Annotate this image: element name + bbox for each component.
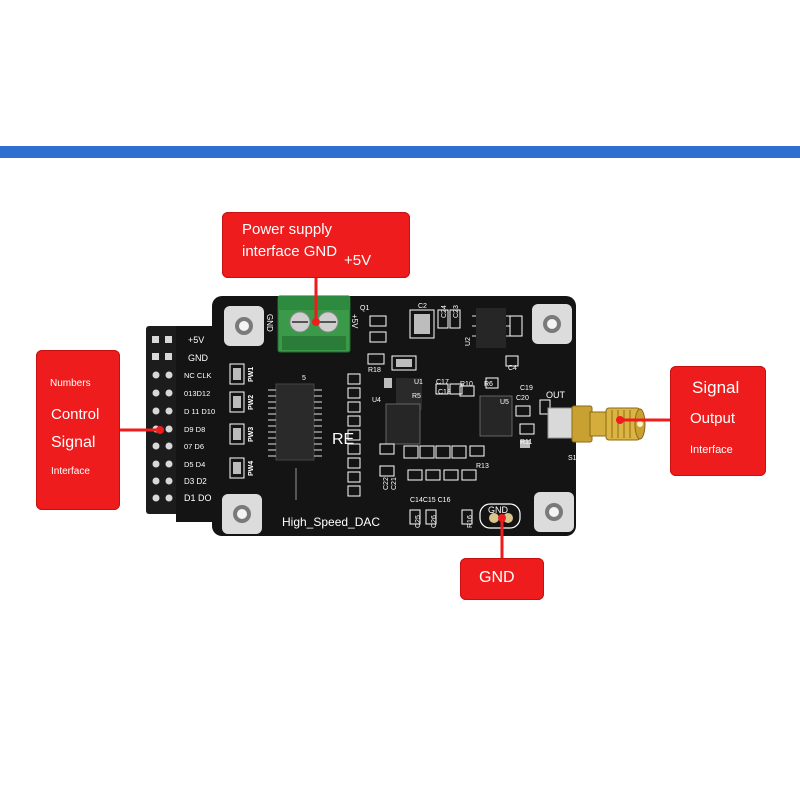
pin-label-gnd: GND [188, 353, 209, 363]
callout-line: Signal [51, 434, 96, 451]
callout-line: Interface [51, 466, 90, 477]
silk-r13: R13 [476, 463, 489, 470]
silk-c22: C22 [383, 477, 390, 490]
callout-line: +5V [344, 252, 372, 269]
silk-c26: C26 [431, 515, 438, 528]
out-label: OUT [546, 390, 566, 400]
mounting-hole [534, 492, 574, 532]
control-signal-callout: Numbers Control Signal Interface [36, 350, 120, 510]
signal-output-callout: Signal Output Interface [670, 366, 766, 476]
silk-c24: C24 [441, 305, 448, 318]
gnd-callout: GND [460, 558, 544, 600]
silk-r6: R6 [484, 381, 493, 388]
callout-line: Numbers [50, 378, 91, 389]
silk-c19: C19 [520, 385, 533, 392]
silk-c25: C25 [415, 515, 422, 528]
gnd-test-pad [479, 503, 521, 529]
pw-label: PW4 [248, 461, 255, 476]
silk-r18: R18 [368, 367, 381, 374]
silk-c23: C23 [453, 305, 460, 318]
callout-line: interface GND [242, 243, 338, 260]
callout-leaders [120, 276, 670, 560]
silk-s1: S1 [568, 455, 577, 462]
silk-r16: R16 [467, 515, 474, 528]
silk-u5: U5 [500, 399, 509, 406]
mounting-hole [224, 306, 264, 346]
silk-c17: C17 [436, 379, 449, 386]
capacitor-column [347, 373, 361, 497]
chip-pin-label: 5 [302, 375, 306, 382]
callout-line: Output [690, 410, 736, 427]
silk-q1: Q1 [360, 305, 369, 312]
silk-c18: C18 [438, 389, 451, 396]
gnd-pad-label: GND [488, 505, 509, 515]
resistor-arrays [229, 363, 245, 479]
pin-row-label: 07 D6 [184, 442, 204, 451]
pin-row-label: D5 D4 [184, 460, 205, 469]
top-banner-bar [0, 146, 800, 158]
silk-u2: U2 [465, 337, 472, 346]
pin-row-label: NC CLK [184, 371, 212, 380]
silk-c14: C14C15 C16 [410, 497, 451, 504]
pin-row-label: D 11 D10 [184, 407, 215, 416]
silk-u4: U4 [372, 397, 381, 404]
pw-label: PW2 [248, 395, 255, 410]
opamp-u4 [385, 403, 421, 445]
power-supply-callout: Power supply interface GND +5V [222, 212, 410, 278]
pw-label: PW3 [248, 427, 255, 442]
callout-line: Control [51, 406, 100, 423]
callout-line: Interface [690, 444, 733, 456]
dac-chip [268, 383, 322, 461]
pin-row-label: D9 D8 [184, 425, 205, 434]
callout-line: GND [479, 569, 515, 586]
silk-u1: U1 [414, 379, 423, 386]
callout-line: Signal [692, 378, 740, 397]
opamp-u5 [479, 395, 513, 437]
silk-c20: C20 [516, 395, 529, 402]
pin-row-label: 013D12 [184, 389, 210, 398]
silk-c2: C2 [418, 303, 427, 310]
opamp-u2 [476, 308, 506, 348]
terminal-label-gnd: GND [265, 314, 274, 332]
pin-row-label: D3 D2 [184, 477, 207, 486]
pin-label-5v: +5V [188, 335, 204, 345]
silk-r5: R5 [412, 393, 421, 400]
callout-line: Power supply [242, 221, 333, 238]
silk-r10: R10 [460, 381, 473, 388]
passive-components [367, 309, 551, 525]
pw-label: PW1 [248, 367, 255, 382]
pin-row-label: D1 DO [184, 493, 212, 503]
board-name: High_Speed_DAC [282, 515, 380, 529]
silk-r11: R11 [520, 439, 532, 446]
mounting-hole [532, 304, 572, 344]
mounting-hole [222, 494, 262, 534]
terminal-label-5v: +5V [350, 314, 359, 329]
sma-connector [547, 405, 646, 443]
silk-c4: C4 [508, 365, 517, 372]
silk-c21: C21 [391, 477, 398, 490]
